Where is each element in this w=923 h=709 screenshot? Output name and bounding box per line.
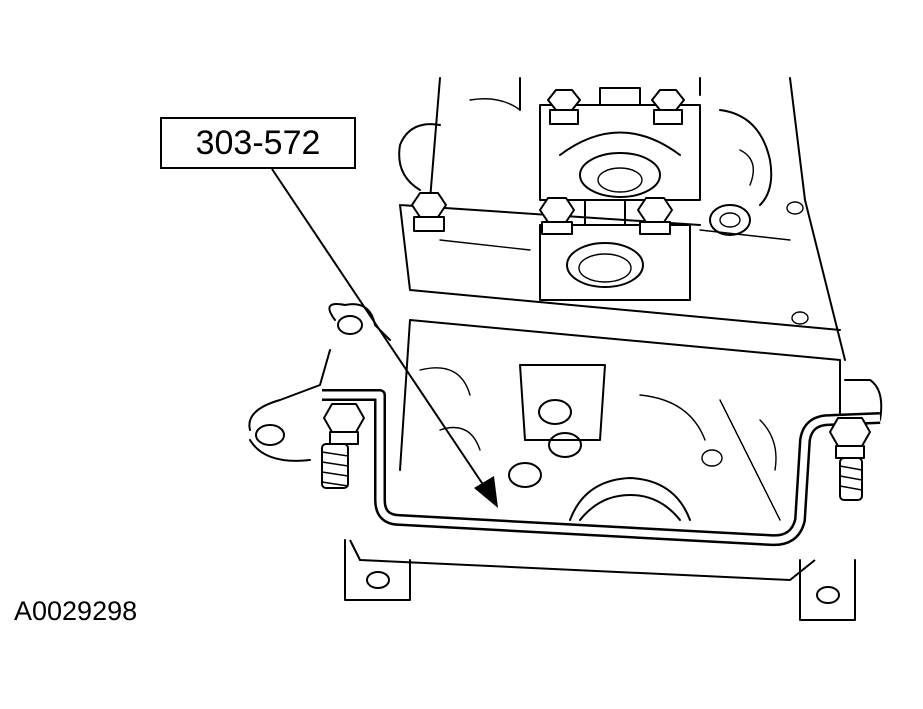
figure-id-label: A0029298 [14,596,138,626]
tool-number-callout: 303-572 [160,117,356,169]
lower-crankcase [248,303,841,521]
callout-leader-arrow [271,168,498,508]
tool-bolt-right [829,417,871,501]
bolt-hole-right [709,201,809,325]
bolt-head-upper-right [651,89,685,125]
lower-flange [344,379,883,621]
engine-upper-housing [398,77,846,361]
tool-number-label: 303-572 [195,123,321,162]
bolt-head-middle-center-left [539,197,575,235]
middle-bearing-cap [399,199,841,331]
bolt-head-middle-center-right [637,197,673,235]
special-tool-bracket [322,389,881,582]
upper-bearing-cap [539,87,701,201]
bolt-head-upper-left [547,89,581,125]
bolt-head-middle-left [411,192,447,232]
tool-bolt-left [321,403,365,489]
